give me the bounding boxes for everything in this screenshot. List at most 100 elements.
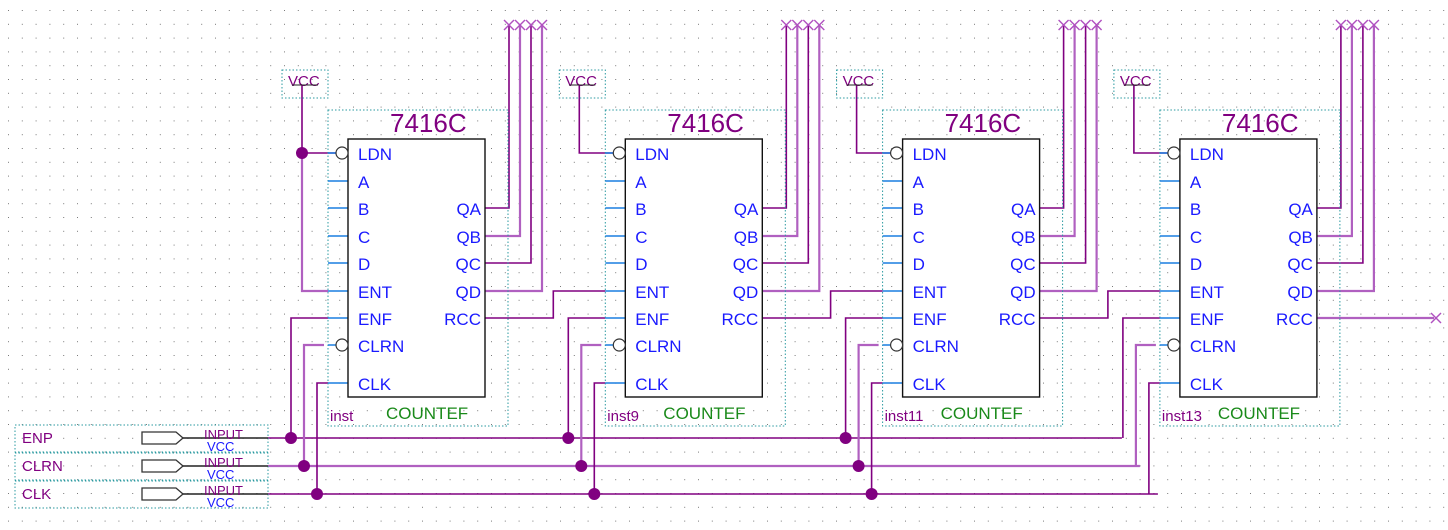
pin-label-a: A <box>1190 173 1202 192</box>
no-connect-icon <box>1058 19 1070 31</box>
pin-label-ldn: LDN <box>1190 145 1224 164</box>
pin-label-qb: QB <box>1011 228 1036 247</box>
pin-label-a: A <box>358 173 370 192</box>
input-port-icon <box>141 459 184 473</box>
pin-label-d: D <box>913 255 925 274</box>
pin-label-ent: ENT <box>913 283 947 302</box>
pin-label-clk: CLK <box>358 375 392 394</box>
no-connect-icon <box>780 19 792 31</box>
q-output-wire <box>1039 25 1087 264</box>
pin-label-c: C <box>358 228 370 247</box>
q-output-wire <box>1316 25 1354 238</box>
pin-label-ldn: LDN <box>913 145 947 164</box>
ldn-wire <box>855 85 895 154</box>
no-connect-icon <box>503 19 515 31</box>
pin-label-c: C <box>1190 228 1202 247</box>
pin-label-a: A <box>913 173 925 192</box>
primitive-type: COUNTEF <box>386 404 468 423</box>
pin-label-qa: QA <box>456 200 481 219</box>
junction-dot <box>588 488 601 500</box>
q-output-wire <box>762 25 788 209</box>
instance-name: inst11 <box>885 408 924 425</box>
pin-label-ent: ENT <box>1190 283 1224 302</box>
counter-inst13[interactable]: VCC7416CLDNABCDENTENFCLRNCLKQAQBQCQDRCCi… <box>1113 69 1341 427</box>
pin-default: VCC <box>207 467 234 482</box>
primitive-type: COUNTEF <box>941 404 1023 423</box>
q-output-wire <box>1316 25 1376 293</box>
pin-label-d: D <box>1190 255 1202 274</box>
enp-wire <box>290 317 328 438</box>
q-output-wire <box>1039 25 1065 209</box>
pin-label-rco: RCC <box>1276 310 1313 329</box>
no-connect-icon <box>1080 19 1092 31</box>
clk-wire <box>1148 382 1160 494</box>
pin-kind: INPUT <box>204 455 243 470</box>
q-output-wire <box>485 25 510 209</box>
input-pin-name: CLRN <box>22 458 63 475</box>
q-output-wire <box>485 25 532 264</box>
enp-wire <box>567 317 606 438</box>
clrn-wire <box>302 343 324 466</box>
enp-wire <box>1122 317 1160 438</box>
part-label: 7416C <box>945 108 1022 138</box>
pin-label-enp: ENF <box>358 310 392 329</box>
enp-wire <box>844 317 883 438</box>
inversion-bubble-icon <box>335 338 349 352</box>
pin-label-qc: QC <box>733 255 759 274</box>
pin-label-enp: ENF <box>635 310 669 329</box>
no-connect-icon <box>1357 19 1369 31</box>
input-pin-name: CLK <box>22 486 51 503</box>
pin-label-b: B <box>1190 200 1201 219</box>
junction-dot <box>562 432 575 444</box>
instance-frame <box>882 109 1064 427</box>
junction-dot <box>298 460 310 472</box>
pin-kind: INPUT <box>204 427 243 442</box>
q-output-wire <box>1039 25 1076 238</box>
part-label: 7416C <box>1222 108 1299 138</box>
pin-label-qd: QD <box>456 283 482 302</box>
clrn-wire <box>580 343 602 466</box>
q-output-wire <box>762 25 799 238</box>
no-connect-icon <box>1346 19 1358 31</box>
pin-label-ldn: LDN <box>635 145 669 164</box>
primitive-type: COUNTEF <box>1218 404 1300 423</box>
instance-name: inst <box>330 408 354 425</box>
junction-dot <box>285 432 297 444</box>
no-connect-icon <box>813 19 825 31</box>
counter-inst[interactable]: VCC7416CLDNABCDENTENFCLRNCLKQAQBQCQDRCCi… <box>281 69 509 427</box>
pin-label-clrn: CLRN <box>1190 337 1236 356</box>
pin-label-a: A <box>635 173 647 192</box>
pin-label-qa: QA <box>734 200 759 219</box>
input-port-icon <box>141 431 184 445</box>
symbol-body <box>624 138 763 398</box>
no-connect-icon <box>536 19 548 31</box>
counter-inst11[interactable]: VCC7416CLDNABCDENTENFCLRNCLKQAQBQCQDRCCi… <box>836 69 1064 427</box>
pin-label-b: B <box>635 200 646 219</box>
pin-label-d: D <box>358 255 370 274</box>
ent-wire <box>300 153 328 293</box>
pin-label-clk: CLK <box>1190 375 1224 394</box>
no-connect-icon <box>1069 19 1081 31</box>
rco-to-ent-wire <box>485 290 606 319</box>
pin-label-qb: QB <box>1288 228 1313 247</box>
pin-label-rco: RCC <box>721 310 758 329</box>
svg-text:VCC: VCC <box>288 73 320 90</box>
no-connect-icon <box>1430 312 1442 324</box>
pin-label-qa: QA <box>1011 200 1036 219</box>
pin-label-b: B <box>913 200 924 219</box>
part-label: 7416C <box>390 108 467 138</box>
q-output-wire <box>762 25 821 293</box>
counter-inst9[interactable]: VCC7416CLDNABCDENTENFCLRNCLKQAQBQCQDRCCi… <box>558 69 786 427</box>
symbol-body <box>901 138 1041 398</box>
junction-dot <box>839 432 852 444</box>
pin-label-clrn: CLRN <box>635 337 681 356</box>
inversion-bubble-icon <box>889 338 904 352</box>
vcc-symbol: VCC <box>281 69 329 99</box>
vcc-symbol: VCC <box>836 69 884 99</box>
inversion-bubble-icon <box>1167 338 1181 352</box>
pin-label-qb: QB <box>456 228 481 247</box>
